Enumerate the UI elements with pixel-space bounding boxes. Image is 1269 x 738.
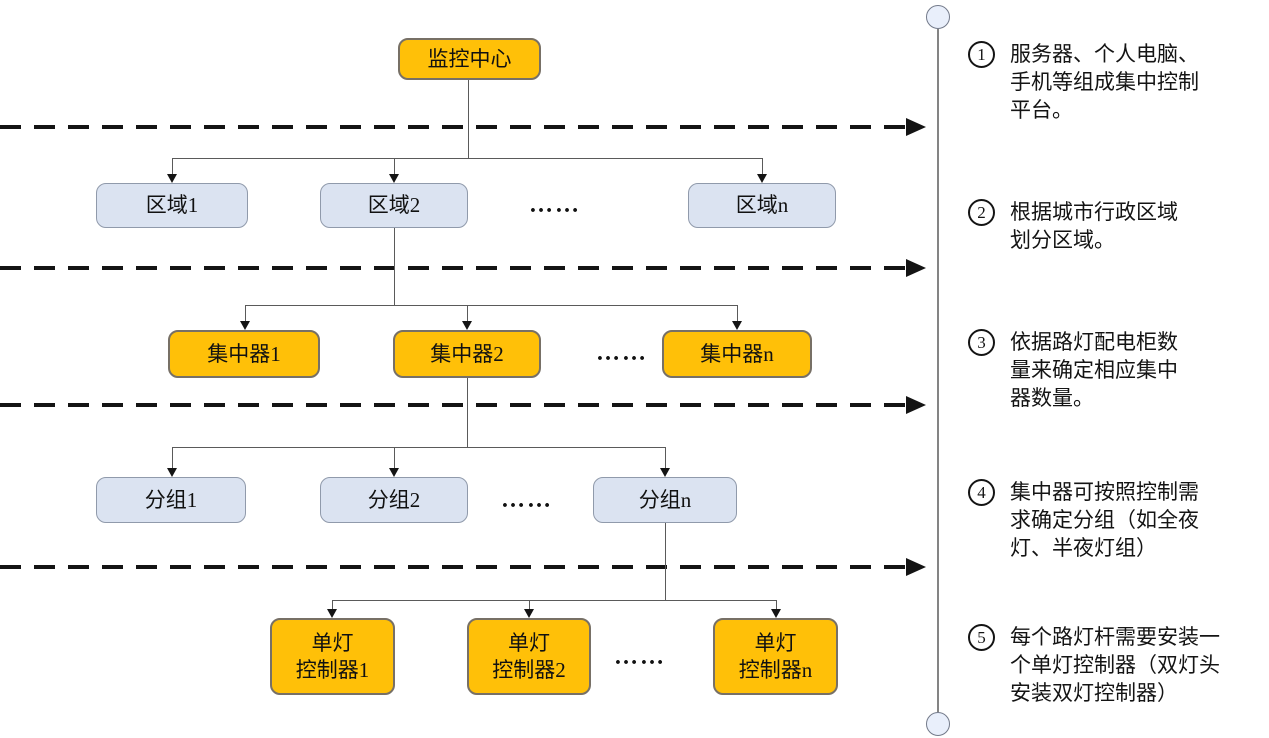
dashed-separator-2-arrow-icon [906,259,926,277]
annotation-1-text: 服务器、个人电脑、 手机等组成集中控制 平台。 [1010,40,1199,124]
dashed-separator-3-arrow-icon [906,396,926,414]
annotation-4-line-3: 灯、半夜灯组） [1010,536,1157,560]
annotation-2-text: 根据城市行政区域 划分区域。 [1010,198,1178,254]
annotation-1-line-2: 手机等组成集中控制 [1010,70,1199,94]
annotation-4-line-2: 求确定分组（如全夜 [1010,508,1199,532]
annotation-3-line-1: 依据路灯配电柜数 [1010,330,1178,354]
connector-root-stem [468,80,469,158]
node-lamp-controller-2: 单灯 控制器2 [467,618,591,695]
dashed-separator-4-arrow-icon [906,558,926,576]
node-group-1: 分组1 [96,477,246,523]
annotation-1-line-3: 平台。 [1010,98,1073,122]
dashed-separator-1 [0,125,906,129]
annotation-5: 5 每个路灯杆需要安装一 个单灯控制器（双灯头 安装双灯控制器） [968,623,1268,707]
connector-region2-drop [394,158,395,175]
arrow-region2-icon [389,174,399,183]
connector-conc2-stem [467,378,468,447]
annotation-2-line-2: 划分区域。 [1010,228,1115,252]
annotation-2: 2 根据城市行政区域 划分区域。 [968,198,1268,254]
annotation-5-line-2: 个单灯控制器（双灯头 [1010,653,1220,677]
annotation-5-text: 每个路灯杆需要安装一 个单灯控制器（双灯头 安装双灯控制器） [1010,623,1220,707]
connector-conc2-drop [467,305,468,322]
annotation-3-line-3: 器数量。 [1010,386,1094,410]
annotation-5-line-1: 每个路灯杆需要安装一 [1010,625,1220,649]
ellipsis-level-2: …… [529,192,581,218]
annotation-4-line-1: 集中器可按照控制需 [1010,480,1199,504]
connector-group1-drop [172,447,173,469]
connector-groupn-drop [665,447,666,469]
annotation-1-number-badge: 1 [968,41,995,68]
connector-region2-stem [394,228,395,305]
node-lamp-controller-n: 单灯 控制器n [713,618,838,695]
rail-bottom-circle [926,712,950,736]
arrow-regionn-icon [757,174,767,183]
annotation-3-text: 依据路灯配电柜数 量来确定相应集中 器数量。 [1010,328,1178,412]
annotation-3-number-badge: 3 [968,329,995,356]
connector-lamp1-drop [332,600,333,610]
dashed-separator-1-arrow-icon [906,118,926,136]
node-lamp-controller-1: 单灯 控制器1 [270,618,395,695]
connector-level2-bus [172,158,762,159]
connector-groupn-stem [665,523,666,600]
connector-regionn-drop [762,158,763,175]
connector-lamp2-drop [529,600,530,610]
arrow-conc2-icon [462,321,472,330]
ellipsis-level-3: …… [596,340,648,366]
connector-concn-drop [737,305,738,322]
dashed-separator-4 [0,565,906,569]
connector-group2-drop [394,447,395,469]
annotation-2-line-1: 根据城市行政区域 [1010,200,1178,224]
annotation-4-number-badge: 4 [968,479,995,506]
annotation-5-number-badge: 5 [968,624,995,651]
ellipsis-level-5: …… [614,644,666,670]
dashed-separator-3 [0,403,906,407]
node-region-1: 区域1 [96,183,248,228]
node-monitoring-center: 监控中心 [398,38,541,80]
arrow-lamp2-icon [524,609,534,618]
node-region-2: 区域2 [320,183,468,228]
annotation-3: 3 依据路灯配电柜数 量来确定相应集中 器数量。 [968,328,1268,412]
connector-region1-drop [172,158,173,175]
dashed-separator-2 [0,266,906,270]
annotation-4-text: 集中器可按照控制需 求确定分组（如全夜 灯、半夜灯组） [1010,478,1199,562]
arrow-concn-icon [732,321,742,330]
annotation-2-number-badge: 2 [968,199,995,226]
arrow-lampn-icon [771,609,781,618]
annotation-5-line-3: 安装双灯控制器） [1010,681,1178,705]
node-region-n: 区域n [688,183,836,228]
arrow-region1-icon [167,174,177,183]
node-concentrator-2: 集中器2 [393,330,541,378]
connector-level4-bus [172,447,665,448]
node-group-2: 分组2 [320,477,468,523]
annotation-4: 4 集中器可按照控制需 求确定分组（如全夜 灯、半夜灯组） [968,478,1268,562]
arrow-conc1-icon [240,321,250,330]
arrow-lamp1-icon [327,609,337,618]
connector-level3-bus [245,305,737,306]
connector-level5-bus [332,600,776,601]
node-concentrator-1: 集中器1 [168,330,320,378]
arrow-group1-icon [167,468,177,477]
arrow-groupn-icon [660,468,670,477]
connector-conc1-drop [245,305,246,322]
annotation-1: 1 服务器、个人电脑、 手机等组成集中控制 平台。 [968,40,1268,124]
timeline-rail [937,29,939,712]
rail-top-circle [926,5,950,29]
annotation-3-line-2: 量来确定相应集中 [1010,358,1178,382]
arrow-group2-icon [389,468,399,477]
annotation-1-line-1: 服务器、个人电脑、 [1010,42,1199,66]
ellipsis-level-4: …… [501,487,553,513]
connector-lampn-drop [776,600,777,610]
node-concentrator-n: 集中器n [662,330,812,378]
node-group-n: 分组n [593,477,737,523]
